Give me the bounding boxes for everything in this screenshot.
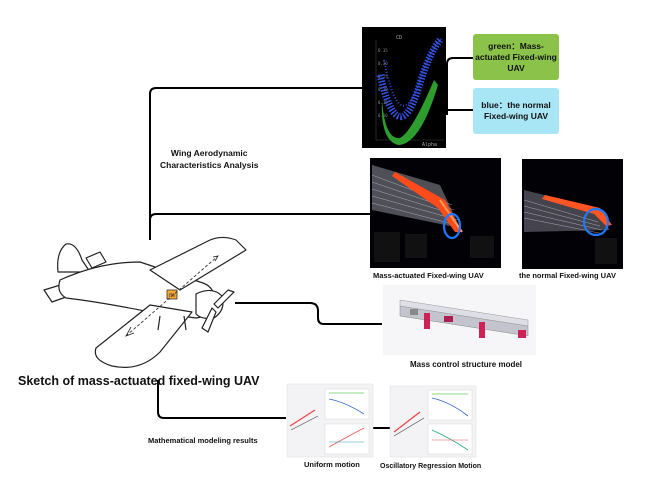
mass-control-model-image	[383, 285, 536, 355]
legend-green-label: green：Mass- actuated Fixed-wing UAV	[475, 40, 557, 73]
propeller-upper	[213, 289, 235, 309]
aero-coefficient-plot: CD Alpha 0.35 0.30 0.25 0.20 0.15 0.10	[362, 27, 446, 148]
tick-label: 0.20	[378, 87, 388, 92]
tail-fin	[57, 243, 91, 273]
cfd-image-normal	[522, 159, 623, 269]
horizontal-tail-right	[85, 251, 107, 269]
annotation-arrows	[125, 255, 219, 337]
landing-gear	[157, 315, 187, 331]
blue-series-scatter	[383, 37, 443, 107]
uniform-motion-result-image	[286, 383, 374, 458]
connector-to-cfd	[149, 213, 370, 228]
tick-label: 0.30	[378, 61, 388, 66]
tick-label: 0.15	[378, 100, 388, 105]
connector-to-math-results	[157, 380, 286, 419]
wing-analysis-label: Wing Aerodynamic Characteristics Analysi…	[160, 148, 259, 170]
wing-upper	[149, 236, 247, 291]
wing-lower	[94, 304, 193, 368]
uav-sketch: m	[43, 236, 247, 368]
math-results-label: Mathematical modeling results	[148, 436, 258, 445]
mass-actuated-uav-caption: Mass-actuated Fixed-wing UAV	[373, 271, 484, 280]
mass-block	[166, 289, 178, 300]
legend-blue-label: blue：the normal Fixed-wing UAV	[481, 100, 551, 121]
tick-label: 0.35	[378, 48, 388, 53]
normal-uav-caption: the normal Fixed-wing UAV	[519, 271, 616, 280]
tick-label: 0.25	[378, 74, 388, 79]
oscillatory-motion-result-image	[389, 385, 477, 458]
legend-green-box: green：Mass- actuated Fixed-wing UAV	[473, 34, 559, 80]
blue-series-curve	[376, 37, 443, 121]
mass-travel-axis	[125, 255, 219, 337]
propeller-lower	[201, 307, 217, 333]
connector-to-plot	[149, 87, 362, 240]
legend-blue-box: blue：the normal Fixed-wing UAV	[473, 88, 559, 134]
connector-to-mass-model	[235, 302, 382, 325]
uniform-motion-caption: Uniform motion	[304, 460, 360, 469]
plot-xlabel: Alpha	[422, 142, 437, 148]
green-series-curve	[381, 80, 438, 145]
mass-control-model-caption: Mass control structure model	[410, 360, 523, 369]
plot-ylabel: CD	[396, 35, 402, 41]
cfd-image-mass-actuated	[370, 158, 501, 268]
oscillatory-motion-caption: Oscillatory Regression Motion	[380, 463, 482, 470]
sketch-title: Sketch of mass-actuated fixed-wing UAV	[18, 374, 260, 388]
